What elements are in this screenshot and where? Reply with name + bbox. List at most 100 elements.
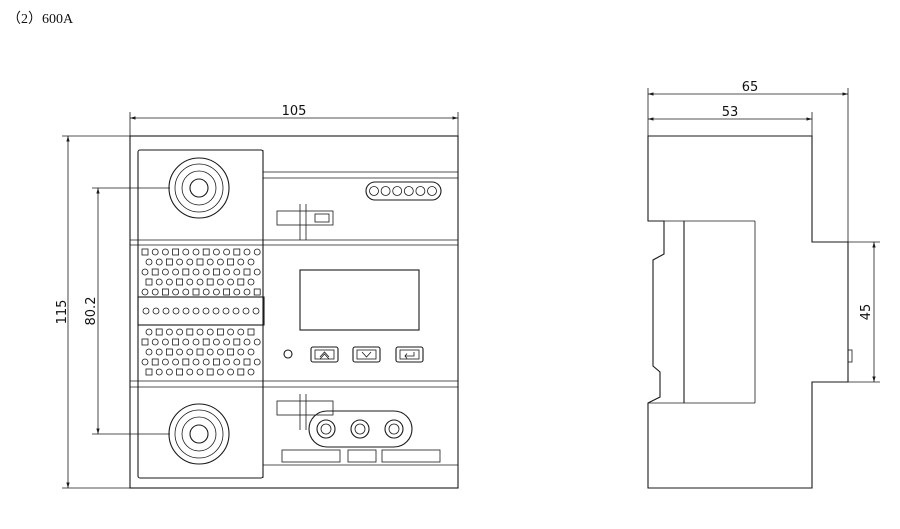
vent-hole (202, 268, 210, 276)
vent-hole (151, 288, 159, 296)
led-icon (380, 186, 391, 196)
vent-hole (141, 268, 149, 276)
led-indicator-row (365, 181, 442, 201)
front-view: 105 115 80.2 (55, 104, 459, 489)
vent-hole (172, 288, 180, 296)
vent-hole (186, 328, 194, 336)
vent-hole (227, 258, 235, 266)
vent-hole (206, 258, 214, 266)
vent-center-bar (137, 296, 265, 326)
vent-hole (176, 368, 184, 376)
vent-hole (172, 248, 180, 256)
vent-hole (141, 288, 149, 296)
side-housing-outline (647, 135, 849, 489)
vent-hole (196, 328, 204, 336)
vent-hole (186, 258, 194, 266)
vent-hole (202, 248, 210, 256)
vent-hole (243, 358, 251, 366)
bottom-latch-icon (276, 394, 334, 430)
vent-hole (206, 278, 214, 286)
vent-hole (176, 278, 184, 286)
vent-hole (233, 338, 241, 346)
vent-hole (172, 307, 180, 315)
side-view: 65 53 45 (647, 80, 880, 489)
top-latch-icon (276, 204, 334, 240)
vent-hole (206, 368, 214, 376)
top-terminal-icon (168, 157, 230, 219)
vent-hole (172, 268, 180, 276)
vent-hole (216, 278, 224, 286)
vent-hole (182, 338, 190, 346)
vent-hole (155, 278, 163, 286)
vent-hole (145, 368, 153, 376)
vent-hole (192, 248, 200, 256)
vent-hole (145, 258, 153, 266)
bottom-clips (263, 449, 458, 466)
vent-hole (141, 248, 149, 256)
vent-hole (216, 368, 224, 376)
vent-hole (212, 307, 220, 315)
vent-hole (212, 338, 220, 346)
vent-hole (176, 258, 184, 266)
vent-hole (161, 248, 169, 256)
vent-hole (155, 368, 163, 376)
vent-hole (176, 348, 184, 356)
vent-hole (192, 288, 200, 296)
vent-hole (192, 307, 200, 315)
vent-hole (222, 307, 230, 315)
vent-hole (223, 338, 231, 346)
ventilation-grid (141, 248, 261, 376)
vent-hole (155, 258, 163, 266)
vent-hole (223, 358, 231, 366)
down-button[interactable] (352, 346, 381, 363)
vent-hole (253, 268, 261, 276)
vent-hole (227, 348, 235, 356)
vent-hole (233, 358, 241, 366)
led-icon (427, 186, 437, 196)
bottom-terminal-icon (168, 403, 230, 465)
vent-hole (165, 368, 173, 376)
communication-connector-icon (308, 410, 413, 448)
dim-label-45: 45 (859, 304, 874, 321)
vent-hole (165, 278, 173, 286)
vent-hole (141, 358, 149, 366)
dim-terminal-spacing: 80.2 (84, 187, 170, 435)
vent-hole (247, 278, 255, 286)
dim-side-total-depth: 65 (647, 80, 849, 242)
enter-button[interactable] (395, 346, 424, 363)
vent-hole (165, 348, 173, 356)
vent-hole (155, 328, 163, 336)
vent-hole (145, 348, 153, 356)
vent-hole (237, 368, 245, 376)
vent-hole (247, 258, 255, 266)
vent-hole (182, 288, 190, 296)
vent-hole (237, 348, 245, 356)
vent-hole (237, 278, 245, 286)
vent-hole (196, 368, 204, 376)
vent-hole (233, 248, 241, 256)
vent-hole (227, 278, 235, 286)
up-button[interactable] (310, 346, 339, 363)
vent-hole (253, 358, 261, 366)
vent-hole (233, 288, 241, 296)
vent-hole (223, 288, 231, 296)
vent-hole (233, 268, 241, 276)
vent-hole (161, 268, 169, 276)
vent-hole (172, 358, 180, 366)
lcd-display (299, 269, 420, 331)
vent-hole (186, 278, 194, 286)
vent-hole (162, 307, 170, 315)
vent-hole (186, 348, 194, 356)
vent-hole (216, 328, 224, 336)
figure-caption: （2）600A (7, 12, 74, 27)
vent-hole (161, 358, 169, 366)
vent-hole (176, 328, 184, 336)
dim-label-53: 53 (722, 105, 739, 120)
vent-hole (243, 338, 251, 346)
vent-hole (196, 348, 204, 356)
vent-hole (161, 338, 169, 346)
vent-hole (202, 288, 210, 296)
vent-hole (247, 328, 255, 336)
vent-hole (223, 268, 231, 276)
vent-hole (253, 338, 261, 346)
